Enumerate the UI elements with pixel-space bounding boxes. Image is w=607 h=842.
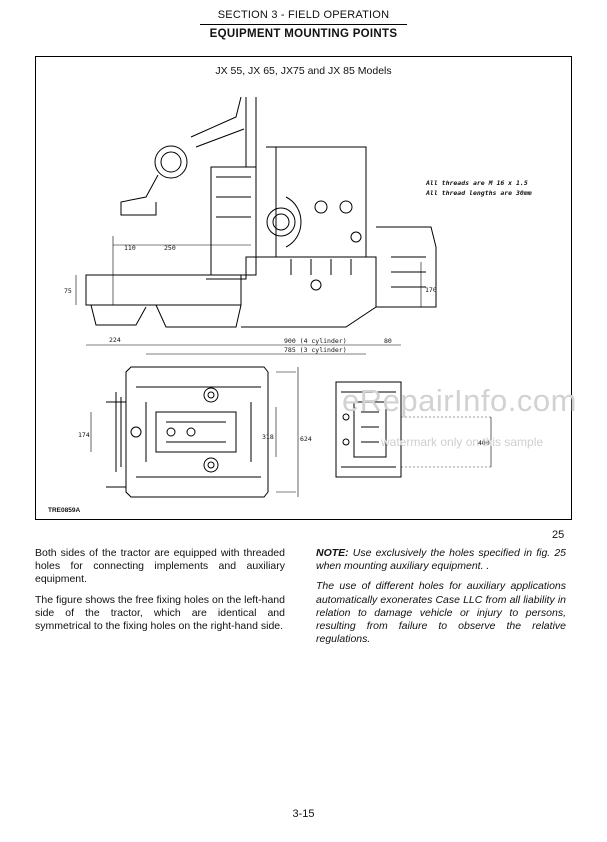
note-label: NOTE: bbox=[316, 547, 349, 559]
header-rule bbox=[200, 24, 407, 25]
dim-174: 174 bbox=[78, 431, 90, 439]
dim-624: 624 bbox=[300, 435, 312, 443]
watermark-subtext: watermark only on this sample bbox=[381, 435, 544, 449]
dim-110: 110 bbox=[124, 244, 136, 252]
dim-170: 170 bbox=[425, 286, 437, 294]
note-text: Use exclusively the holes specified in f… bbox=[316, 547, 567, 573]
thread-note-1: All threads are M 16 x 1.5 bbox=[425, 179, 528, 187]
page-number: 3-15 bbox=[292, 808, 315, 820]
dim-400: 400 bbox=[478, 439, 490, 447]
note-paragraph: NOTE: Use exclusively the holes specifie… bbox=[316, 547, 566, 573]
dim-785: 785 (3 cylinder) bbox=[284, 346, 347, 354]
thread-note-2: All thread lengths are 30mm bbox=[425, 189, 532, 197]
left-paragraph-1: Both sides of the tractor are equipped w… bbox=[35, 547, 285, 586]
figure-number: 25 bbox=[552, 529, 565, 541]
tractor-side-view-drawing: All threads are M 16 x 1.5 All thread le… bbox=[64, 96, 532, 498]
dim-250: 250 bbox=[164, 244, 176, 252]
dim-224: 224 bbox=[109, 336, 121, 344]
left-column: Both sides of the tractor are equipped w… bbox=[35, 547, 285, 640]
left-paragraph-2: The figure shows the free fixing holes o… bbox=[35, 593, 285, 633]
dim-80: 80 bbox=[384, 337, 392, 345]
section-header: SECTION 3 - FIELD OPERATION bbox=[217, 9, 390, 21]
figure-caption: JX 55, JX 65, JX75 and JX 85 Models bbox=[215, 65, 392, 77]
figure-frame: JX 55, JX 65, JX75 and JX 85 Models bbox=[35, 56, 572, 520]
figure-code: TRE0859A bbox=[48, 507, 81, 514]
dim-318: 318 bbox=[262, 433, 274, 441]
right-paragraph-2: The use of different holes for auxiliary… bbox=[316, 580, 566, 646]
dim-75: 75 bbox=[64, 287, 72, 295]
dim-900: 900 (4 cylinder) bbox=[284, 337, 347, 345]
right-column: NOTE: Use exclusively the holes specifie… bbox=[316, 547, 566, 653]
page-title: EQUIPMENT MOUNTING POINTS bbox=[209, 28, 398, 40]
watermark-site: eRepairInfo.com bbox=[342, 383, 577, 418]
